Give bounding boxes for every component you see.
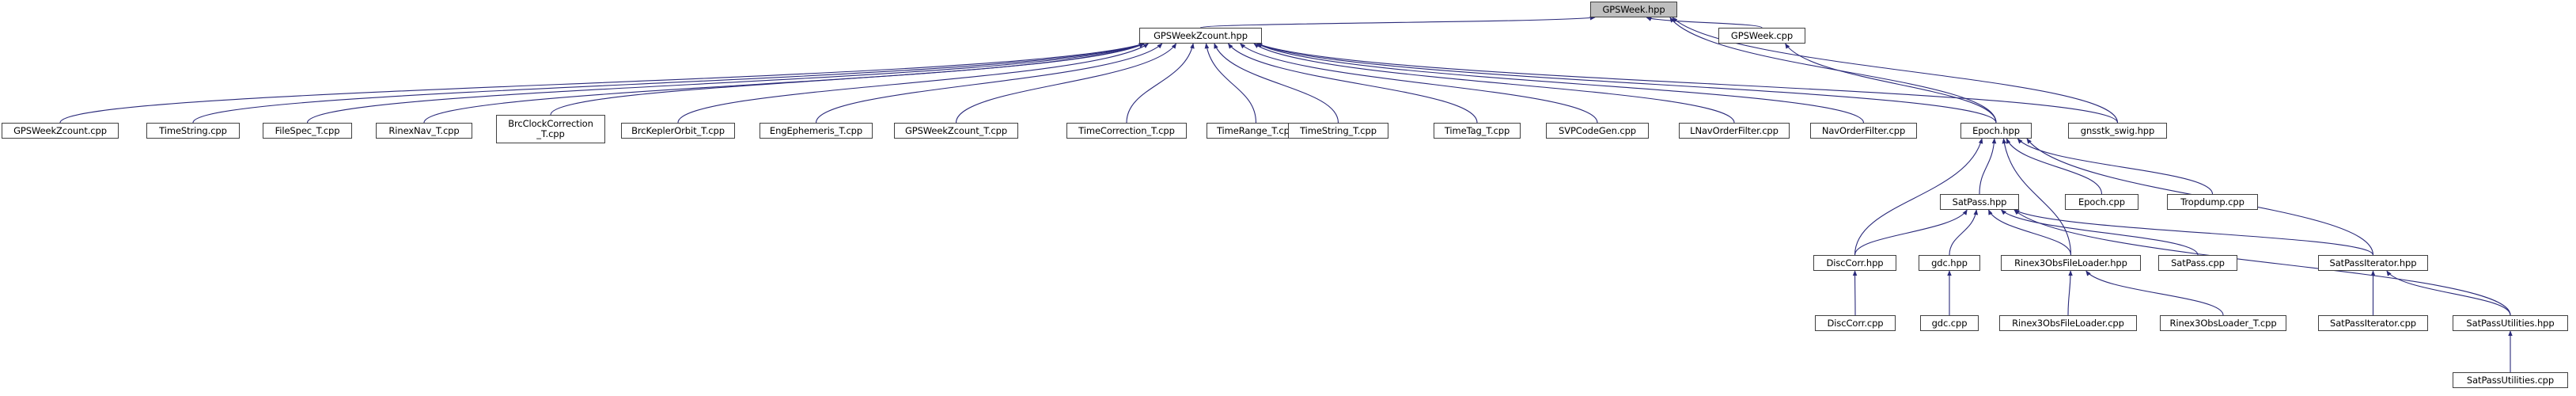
graph-edge <box>1204 43 1257 124</box>
graph-edge <box>1949 209 1979 256</box>
graph-node[interactable]: gdc.cpp <box>1920 315 1979 331</box>
graph-node[interactable]: GPSWeekZcount.hpp <box>1139 28 1262 44</box>
graph-node[interactable]: Epoch.hpp <box>1960 123 2032 139</box>
graph-edge <box>815 43 1163 124</box>
graph-node[interactable]: BrcClockCorrection _T.cpp <box>496 115 605 143</box>
graph-node[interactable]: GPSWeek.hpp <box>1590 2 1677 17</box>
graph-node[interactable]: SatPassUtilities.cpp <box>2453 372 2568 388</box>
graph-node[interactable]: Tropdump.cpp <box>2167 194 2258 210</box>
graph-edge <box>1646 17 1763 29</box>
graph-node[interactable]: NavOrderFilter.cpp <box>1810 123 1917 139</box>
graph-node[interactable]: DiscCorr.cpp <box>1815 315 1896 331</box>
graph-node[interactable]: DiscCorr.hpp <box>1813 255 1896 271</box>
graph-node[interactable]: SatPass.hpp <box>1940 194 2019 210</box>
graph-node[interactable]: TimeRange_T.cpp <box>1207 123 1305 139</box>
graph-node[interactable]: SatPassIterator.cpp <box>2318 315 2428 331</box>
graph-edge <box>550 43 1145 116</box>
graph-edge <box>1256 43 1997 124</box>
graph-node[interactable]: gnsstk_swig.hpp <box>2068 123 2167 139</box>
graph-edge <box>59 43 1145 124</box>
graph-edge <box>1785 43 1997 124</box>
graph-node[interactable]: TimeCorrection_T.cpp <box>1066 123 1187 139</box>
graph-edge <box>2017 138 2214 195</box>
graph-node[interactable]: RinexNav_T.cpp <box>376 123 472 139</box>
graph-edge <box>2013 209 2374 256</box>
graph-node[interactable]: SatPass.cpp <box>2158 255 2237 271</box>
graph-node[interactable]: BrcKeplerOrbit_T.cpp <box>621 123 735 139</box>
graph-edge <box>677 43 1150 124</box>
graph-node[interactable]: Rinex3ObsLoader_T.cpp <box>2160 315 2286 331</box>
graph-edge <box>1256 43 2119 124</box>
graph-edge <box>1253 43 1735 124</box>
graph-node[interactable]: SatPassIterator.hpp <box>2318 255 2428 271</box>
graph-edge <box>1256 43 1865 124</box>
graph-edge <box>1240 43 1598 124</box>
graph-node[interactable]: GPSWeek.cpp <box>1718 28 1805 44</box>
graph-node[interactable]: LNavOrderFilter.cpp <box>1679 123 1790 139</box>
graph-node[interactable]: SatPassUtilities.hpp <box>2453 315 2568 331</box>
graph-edge <box>2085 270 2224 316</box>
graph-edge <box>423 43 1145 124</box>
graph-node[interactable]: GPSWeekZcount.cpp <box>2 123 119 139</box>
graph-edge <box>2067 270 2073 316</box>
graph-node[interactable]: SVPCodeGen.cpp <box>1546 123 1649 139</box>
graph-edge <box>955 43 1177 124</box>
graph-node[interactable]: GPSWeekZcount_T.cpp <box>894 123 1018 139</box>
graph-node[interactable]: EngEphemeris_T.cpp <box>760 123 873 139</box>
graph-node[interactable]: TimeString.cpp <box>146 123 240 139</box>
graph-edge <box>1979 138 1997 195</box>
graph-edge <box>1214 43 1339 124</box>
graph-node[interactable]: TimeString_T.cpp <box>1288 123 1388 139</box>
graph-node[interactable]: Rinex3ObsFileLoader.cpp <box>1999 315 2137 331</box>
graph-edge <box>1988 209 2072 256</box>
graph-edge <box>2006 138 2103 195</box>
graph-edge <box>1126 43 1195 124</box>
graph-edge <box>192 43 1145 124</box>
graph-edge <box>2386 270 2511 316</box>
graph-node[interactable]: gdc.hpp <box>1919 255 1980 271</box>
graph-node[interactable]: FileSpec_T.cpp <box>263 123 352 139</box>
graph-edge <box>1199 15 1596 29</box>
graph-node[interactable]: TimeTag_T.cpp <box>1434 123 1521 139</box>
graph-node[interactable]: Rinex3ObsFileLoader.hpp <box>2001 255 2141 271</box>
graph-node[interactable]: Epoch.cpp <box>2065 194 2138 210</box>
graph-edge <box>1227 43 1478 124</box>
graph-edge <box>2001 209 2199 256</box>
graph-edge <box>1854 209 1968 256</box>
graph-edge <box>306 43 1145 124</box>
